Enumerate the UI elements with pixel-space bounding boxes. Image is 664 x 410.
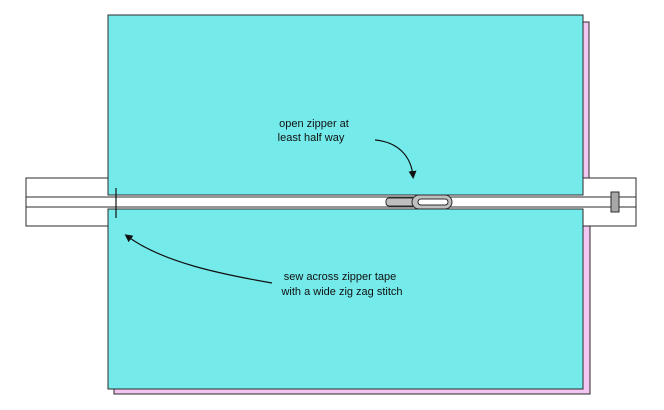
zipper-pull [385, 194, 453, 210]
zipper-end-stop [610, 191, 620, 213]
sew-label-line2: with a wide zig zag stitch [280, 286, 402, 298]
sew-arrow [124, 234, 273, 284]
open-zipper-label-line1: open zipper at [279, 118, 349, 130]
open-zipper-arrow [374, 139, 417, 179]
sew-label-line1: sew across zipper tape [284, 271, 397, 283]
fabric-front-top [107, 14, 584, 196]
zipper-pull-tab-hole [417, 198, 449, 206]
open-zipper-label-line2: least half way [278, 132, 345, 144]
fabric-front-bottom [107, 208, 584, 390]
